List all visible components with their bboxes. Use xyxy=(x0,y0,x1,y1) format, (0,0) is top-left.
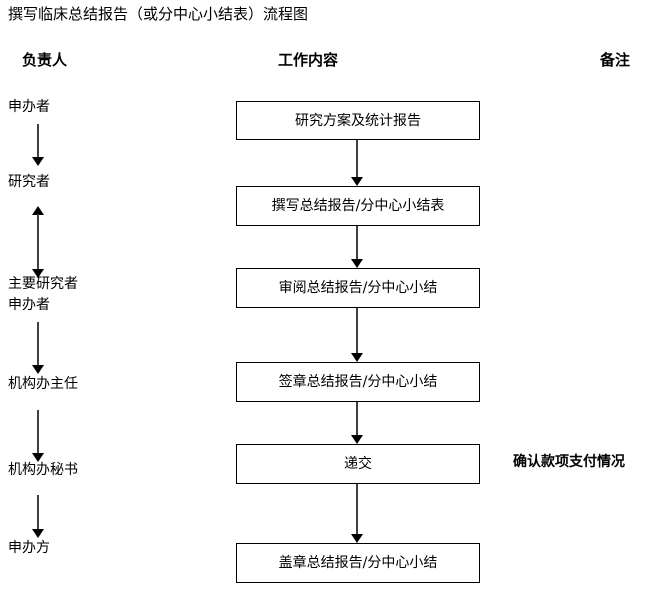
arrow-investigator-to-pi-double-icon xyxy=(32,206,45,278)
column-header-responsible: 负责人 xyxy=(22,51,68,69)
process-box-step-3-label: 审阅总结报告/分中心小结 xyxy=(278,280,438,296)
arrow-secretary-to-sponsor-party-icon xyxy=(32,495,45,538)
process-box-step-6-label: 盖章总结报告/分中心小结 xyxy=(278,555,438,571)
role-label-sponsor-party: 申办方 xyxy=(8,540,50,556)
process-box-step-5[interactable]: 递交 xyxy=(236,444,480,484)
process-box-step-1-label: 研究方案及统计报告 xyxy=(295,112,421,129)
arrow-step1-to-step2-icon xyxy=(351,140,364,186)
arrow-step3-to-step4-icon xyxy=(351,308,364,362)
arrow-pi-to-director-icon xyxy=(32,322,45,374)
arrow-director-to-secretary-icon xyxy=(32,410,45,462)
role-label-investigator: 研究者 xyxy=(8,174,50,190)
role-label-principal-investigator: 主要研究者 xyxy=(8,276,78,292)
process-box-step-2[interactable]: 撰写总结报告/分中心小结表 xyxy=(236,186,480,226)
column-header-work-content: 工作内容 xyxy=(278,51,339,69)
role-label-sponsor-1: 申办者 xyxy=(8,99,50,115)
process-box-step-3[interactable]: 审阅总结报告/分中心小结 xyxy=(236,268,480,308)
arrow-step5-to-step6-icon xyxy=(351,484,364,543)
arrow-step2-to-step3-icon xyxy=(351,226,364,268)
process-box-step-4[interactable]: 签章总结报告/分中心小结 xyxy=(236,362,480,402)
page-title: 撰写临床总结报告（或分中心小结表）流程图 xyxy=(8,5,309,23)
column-header-remarks: 备注 xyxy=(600,51,631,69)
remark-payment-note: 确认款项支付情况 xyxy=(513,454,625,470)
role-label-sponsor-2: 申办者 xyxy=(8,297,50,313)
arrow-step4-to-step5-icon xyxy=(351,402,364,444)
process-box-step-2-label: 撰写总结报告/分中心小结表 xyxy=(271,198,445,214)
role-label-institution-office-secretary: 机构办秘书 xyxy=(8,462,78,478)
process-box-step-6[interactable]: 盖章总结报告/分中心小结 xyxy=(236,543,480,583)
process-box-step-5-label: 递交 xyxy=(344,456,372,472)
arrow-sponsor-to-investigator-icon xyxy=(32,124,45,166)
process-box-step-4-label: 签章总结报告/分中心小结 xyxy=(278,374,438,390)
role-label-institution-office-director: 机构办主任 xyxy=(8,376,78,392)
process-box-step-1[interactable]: 研究方案及统计报告 xyxy=(236,101,480,140)
